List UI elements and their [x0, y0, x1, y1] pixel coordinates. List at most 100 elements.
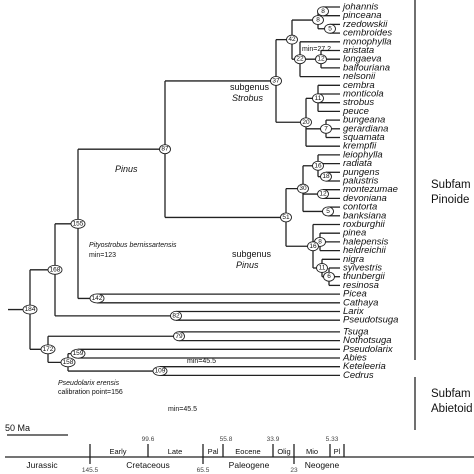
node-label: 30	[299, 185, 307, 192]
node-n_pinusstem: 155	[70, 218, 86, 229]
node-n_thunb: 6	[323, 271, 335, 282]
taxon-label: resinosa	[343, 280, 379, 291]
node-ellipse	[320, 123, 332, 134]
node-label: 16	[314, 162, 322, 169]
fossil-pseudolarix-calibration: calibration point=156	[58, 389, 123, 396]
node-ellipse	[312, 160, 324, 171]
pinoideae-label-2: Pinoide	[431, 194, 469, 206]
taxon-label: Pseudotsuga	[343, 315, 398, 326]
taxon-label: pinea	[342, 228, 366, 239]
node-n_c: 5	[324, 23, 336, 34]
taxon-label: Picea	[343, 289, 367, 300]
taxon-label: nelsonii	[343, 71, 376, 82]
node-label: 8	[318, 238, 322, 245]
node-ellipse	[324, 23, 336, 34]
node-label: 87	[161, 146, 169, 153]
node-n_cemb: 12	[315, 54, 327, 65]
period-neogene: Neogene	[305, 460, 340, 470]
geologic-timescale: 99.6 55.8 33.9 5.33 145.5 65.5 23 Early …	[5, 436, 474, 474]
epoch-eocene: Eocene	[235, 447, 260, 456]
node-label: 159	[73, 350, 84, 357]
epoch-olig: Olig	[277, 447, 290, 456]
epoch-late: Late	[168, 447, 183, 456]
node-label: 109	[155, 368, 166, 375]
taxon-label: Nothotsuga	[343, 335, 392, 346]
taxon-label: strobus	[343, 97, 374, 108]
taxon-label: monticola	[343, 89, 384, 100]
epoch-pl: Pl	[334, 447, 341, 456]
node-n_larix: 82	[170, 310, 182, 321]
node-n_root: 184	[22, 304, 38, 315]
node-n_parrya: 42	[286, 34, 298, 45]
taxon-label: halepensis	[343, 236, 389, 247]
node-label: 168	[50, 266, 61, 273]
node-ellipse	[317, 6, 329, 17]
taxon-label: balfouriana	[343, 62, 390, 73]
node-ellipse	[159, 144, 171, 155]
node-n_pinus: 87	[159, 144, 171, 155]
node-ellipse	[70, 218, 86, 229]
taxon-label: montezumae	[343, 184, 398, 195]
node-label: 8	[316, 17, 320, 24]
node-label: 11	[319, 265, 326, 272]
taxon-label: leiophylla	[343, 149, 383, 160]
taxon-label: devoniana	[343, 193, 387, 204]
pinus-branch-label: Pinus	[115, 164, 138, 174]
fossil-pseudolarix-label: Pseudolarix erensis	[58, 380, 120, 387]
node-ellipse	[280, 212, 292, 223]
node-label: 8	[321, 8, 325, 15]
node-n_leio: 16	[312, 160, 324, 171]
node-label: 7	[324, 125, 328, 132]
node-n_pseudolarix: 159	[70, 348, 86, 359]
taxon-label: rzedowskii	[343, 19, 388, 30]
node-label: 155	[73, 220, 84, 227]
taxon-label: longaeva	[343, 54, 382, 65]
taxon-label: Abies	[342, 353, 367, 364]
node-ellipse	[322, 206, 334, 217]
fossil-pityostrobus-label: Pityostrobus bernissartensis	[89, 242, 177, 249]
taxon-label: roxburghii	[343, 219, 386, 230]
node-n_abies: 158	[60, 357, 76, 368]
node-n_pinea: 16	[307, 241, 319, 252]
taxon-label: palustris	[342, 176, 379, 187]
node-n_b: 8	[317, 6, 329, 17]
fossil-pityostrobus-min: min=123	[89, 252, 116, 259]
taxon-label: Pseudolarix	[343, 344, 394, 355]
taxon-label: cembroides	[343, 28, 392, 39]
taxon-labels: johannispinceanarzedowskiicembroidesmono…	[341, 2, 398, 381]
node-ellipse	[60, 357, 76, 368]
taxon-label: banksiana	[343, 210, 386, 221]
subgenus-pinus-label: subgenus	[232, 249, 272, 259]
taxon-label: gerardiana	[343, 123, 388, 134]
node-ellipse	[70, 348, 86, 359]
taxon-label: sylvestris	[343, 263, 382, 274]
period-cretaceous: Cretaceous	[126, 460, 169, 470]
node-ellipse	[286, 34, 298, 45]
node-label: 12	[319, 191, 327, 198]
period-paleogene: Paleogene	[229, 460, 270, 470]
node-label: 82	[172, 312, 180, 319]
node-label: 158	[63, 359, 74, 366]
subgenus-strobus-name: Strobus	[232, 93, 264, 103]
taxon-label: peuce	[342, 106, 369, 117]
taxon-label: aristata	[343, 45, 374, 56]
node-n_strob2: 20	[300, 117, 312, 128]
node-ellipse	[297, 183, 309, 194]
subgenus-pinus-name: Pinus	[236, 260, 259, 270]
node-n_aust: 30	[297, 183, 309, 194]
taxon-label: Keteleeria	[343, 361, 386, 372]
period-jurassic: Jurassic	[26, 460, 58, 470]
node-label: 142	[92, 295, 103, 302]
age-65-5: 65.5	[197, 467, 210, 474]
node-ellipse	[22, 304, 38, 315]
node-ellipse	[152, 366, 168, 376]
node-ellipse	[173, 331, 185, 342]
node-label: 42	[288, 36, 296, 43]
abietoideae-label-2: Abietoid	[431, 403, 473, 415]
taxon-label: cembra	[343, 80, 375, 91]
epoch-mio: Mio	[306, 447, 318, 456]
taxon-label: nigra	[343, 254, 364, 265]
node-label: 20	[302, 119, 310, 126]
age-5-33: 5.33	[326, 436, 339, 443]
